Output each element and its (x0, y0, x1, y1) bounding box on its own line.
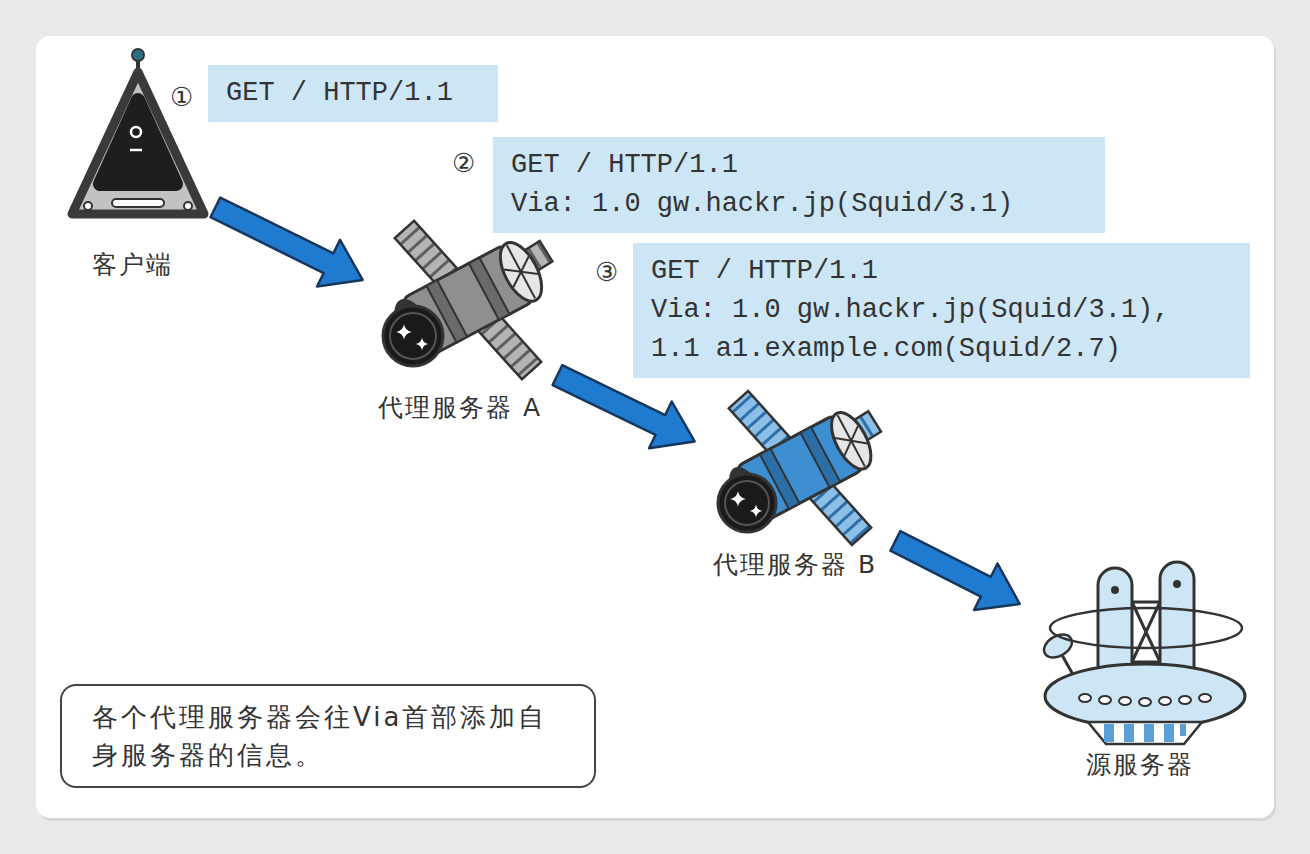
origin-server-icon (1045, 664, 1245, 728)
http-message-line: GET / HTTP/1.1 (651, 252, 878, 291)
note-box: 各个代理服务器会往Via首部添加自身服务器的信息。 (60, 684, 596, 788)
origin-server-icon (1088, 722, 1202, 744)
proxy-satellite-icon (383, 306, 443, 366)
origin-server-icon (1040, 562, 1245, 744)
dish (1040, 630, 1076, 662)
entity-label: 源服务器 (1086, 749, 1194, 781)
proxy-satellite-icon (730, 491, 745, 506)
origin-server-icon (1139, 698, 1151, 706)
client-icon (72, 49, 204, 214)
proxy-satellite-icon (416, 338, 429, 351)
card (36, 36, 1274, 818)
proxy-satellite-icon (504, 256, 538, 287)
origin-server-icon (1099, 696, 1111, 704)
proxy-satellite-icon (823, 406, 879, 475)
origin-server-icon (1124, 724, 1134, 742)
origin-server-icon (1104, 724, 1114, 742)
origin-server-icon (1079, 694, 1091, 702)
proxy-satellite-icon (835, 426, 867, 456)
entity-label: 代理服务器 B (713, 549, 877, 581)
proxy-satellite-icon (383, 221, 552, 380)
origin-server-icon (1132, 602, 1160, 662)
origin-server-icon (1179, 696, 1191, 704)
client-icon (72, 72, 204, 214)
http-message-line: GET / HTTP/1.1 (226, 74, 453, 113)
http-request-box: GET / HTTP/1.1Via: 1.0 gw.hackr.jp(Squid… (493, 137, 1105, 233)
origin-server-icon (1144, 724, 1154, 742)
callout-number: ② (452, 148, 475, 178)
proxy-satellite-icon (390, 313, 436, 359)
origin-server-icon (1132, 602, 1160, 662)
proxy-satellite-icon (718, 474, 776, 532)
entity-label-area: 代理服务器 A (368, 228, 552, 428)
http-message-line: GET / HTTP/1.1 (511, 146, 738, 185)
origin-server-icon (1173, 580, 1181, 588)
entity-label-area: 代理服务器 B (700, 395, 890, 585)
origin-server-icon (1159, 697, 1171, 705)
origin-server-icon (1199, 694, 1211, 702)
http-message-line: Via: 1.0 gw.hackr.jp(Squid/3.1), 1.1 a1.… (651, 291, 1202, 369)
client-icon (132, 49, 144, 61)
origin-server-icon (1164, 724, 1174, 742)
callout-number: ① (170, 82, 193, 112)
proxy-satellite-icon (835, 426, 867, 456)
http-request-box: GET / HTTP/1.1Via: 1.0 gw.hackr.jp(Squid… (633, 243, 1250, 378)
client-icon (100, 100, 176, 184)
flow-arrow (211, 198, 363, 287)
client-icon (184, 202, 192, 210)
origin-server-icon (1180, 724, 1186, 736)
origin-server-icon (1050, 608, 1242, 648)
http-request-box: GET / HTTP/1.1 (208, 65, 498, 122)
proxy-satellite-icon (396, 324, 411, 339)
proxy-satellite-icon (750, 505, 763, 518)
proxy-satellite-icon (492, 236, 550, 308)
entity-label-area: 源服务器 (1025, 545, 1255, 785)
note-text: 各个代理服务器会往Via首部添加自身服务器的信息。 (92, 698, 562, 774)
client-icon (84, 202, 92, 210)
http-message-line: Via: 1.0 gw.hackr.jp(Squid/3.1) (511, 185, 1013, 224)
origin-server-icon (1111, 586, 1119, 594)
entity-label: 代理服务器 A (378, 392, 542, 424)
client-icon (130, 149, 142, 152)
client-icon (112, 199, 164, 207)
flow-arrow (890, 531, 1019, 610)
entity-label: 客户端 (92, 249, 173, 281)
proxy-satellite-icon (504, 256, 538, 287)
proxy-satellite-icon (718, 391, 881, 545)
callout-number: ③ (595, 257, 618, 287)
origin-server-icon (1119, 697, 1131, 705)
proxy-satellite-icon (725, 481, 769, 525)
client-icon (131, 127, 141, 137)
